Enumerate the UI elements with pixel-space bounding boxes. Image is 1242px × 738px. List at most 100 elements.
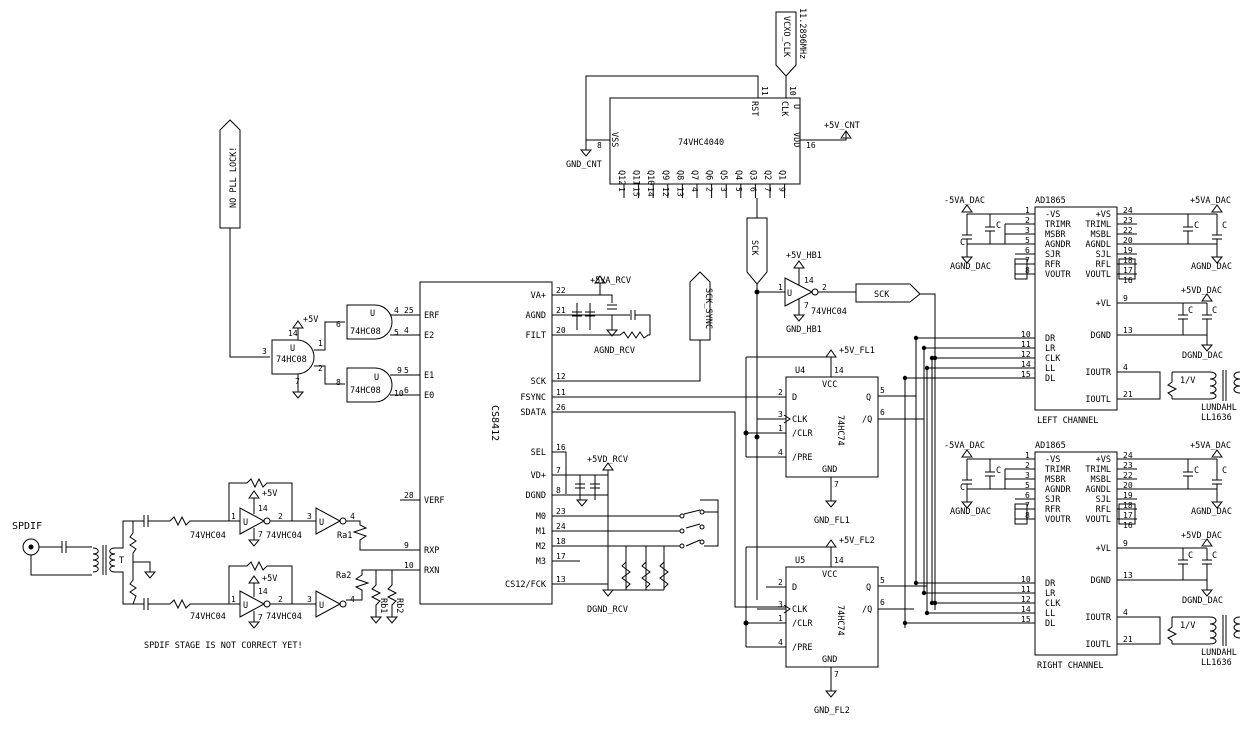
counter-output-pin: 5 (734, 187, 743, 192)
dac-pos-supply: +5VA_DAC (1190, 196, 1231, 206)
counter-output-label: Q10 (645, 170, 655, 185)
dac-pin-name: VOUTL (1085, 270, 1111, 280)
wire (1233, 616, 1241, 639)
ground-symbol (960, 256, 974, 264)
ground-symbol (960, 501, 974, 509)
junction (743, 620, 749, 626)
wire (1004, 468, 1015, 489)
dac-pin-number: 5 (1025, 481, 1030, 490)
junction (921, 590, 927, 596)
spdif-inv3-p4: 4 (350, 512, 355, 521)
dac-pin-number: 2 (1025, 216, 1030, 225)
wire (1172, 371, 1210, 400)
dac-dgnd-net: DGND_DAC (1182, 351, 1223, 361)
wire (985, 214, 995, 244)
dac-pin-number: 4 (1123, 608, 1128, 617)
dac-digital-num: 11 (1021, 585, 1031, 594)
vcxo-frequency: 11.2896MHz (797, 8, 807, 59)
flipflop-ref: U5 (795, 556, 805, 566)
dac-pin-name: IOUTR (1085, 613, 1111, 623)
wire (1137, 319, 1208, 345)
receiver-pin-name: M0 (536, 512, 546, 522)
receiver-pin-name: SDATA (520, 408, 546, 418)
wire (1137, 616, 1161, 645)
receiver-right-pins: VA+22AGND21FILT20SCK12FSYNC11SDATA26SEL1… (505, 286, 566, 590)
vcxo-clock-flag: VCXO_CLK 11.2896MHz (775, 8, 807, 98)
dac-pin-name: +VL (1096, 299, 1111, 309)
dac-pin-number: 13 (1123, 326, 1133, 335)
wire (1178, 559, 1188, 565)
hb1-pin-in: 1 (778, 283, 783, 292)
wire (962, 459, 972, 502)
flipflop-pin5: 5 (880, 576, 885, 585)
dac-digital-num: 10 (1021, 330, 1031, 339)
receiver-pin-name: AGND (526, 311, 546, 321)
counter-vdd-label: VDD (791, 132, 801, 147)
dac-pin-number: 23 (1123, 461, 1133, 470)
dac-pin-number: 6 (1025, 491, 1030, 500)
ground-symbol (1210, 501, 1224, 509)
spdif-inv4-u: U (319, 601, 324, 611)
wire (1137, 371, 1161, 400)
and2-u: U (374, 373, 379, 383)
dac-pin-name: -VS (1045, 455, 1060, 465)
wire (1209, 371, 1217, 400)
dac-pin-number: 1 (1025, 451, 1030, 460)
dac-pin-number: 6 (1025, 246, 1030, 255)
flipflop-gnd-label: GND (822, 655, 837, 665)
flipflop-gnd-label: GND (822, 465, 837, 475)
flipflop-power-net: +5V_FL1 (839, 346, 875, 356)
dac-body (1034, 451, 1118, 656)
dac-pin-name: TRIML (1085, 220, 1111, 230)
dac-pin-number: 20 (1123, 481, 1133, 490)
wire (985, 459, 995, 489)
and1-part: 74HC08 (350, 327, 381, 337)
spdif-inv1-u: U (243, 518, 248, 528)
dac-digital-pin: DL (1045, 619, 1055, 629)
wire (1202, 314, 1212, 320)
flipflop-power-net: +5V_FL2 (839, 536, 875, 546)
wire (1212, 459, 1222, 502)
dac-digital-num: 15 (1021, 370, 1031, 379)
spdif-inv1-pwr: +5V (262, 489, 277, 499)
receiver-vd-net: +5VD_RCV (587, 455, 628, 465)
receiver-pin-name: FILT (526, 331, 546, 341)
spdif-inv3-u: U (319, 518, 324, 528)
dac-digital-pin: DL (1045, 374, 1055, 384)
wire (1202, 559, 1212, 565)
ground-symbol (1200, 589, 1214, 597)
dac-pin-number: 22 (1123, 471, 1133, 480)
wire (1209, 616, 1217, 645)
dac-pin-name: +VS (1096, 455, 1111, 465)
receiver-pin-number: 12 (556, 372, 566, 381)
dac-cap-label: C (960, 483, 965, 493)
flipflop-part: 74HC74 (835, 415, 845, 446)
flipflop-q-label: Q (866, 583, 871, 593)
flipflop-nq-label: /Q (862, 415, 872, 425)
spdif-inv2-part: 74VHC04 (190, 612, 226, 622)
counter-output-pin: 3 (719, 187, 728, 192)
receiver-pin-number: 23 (556, 507, 566, 516)
dac-transformer-label: LUNDAHL (1201, 403, 1237, 413)
counter-pin-10: 10 (788, 86, 797, 96)
spdif-inv2-u: U (243, 601, 248, 611)
dac-pin-number: 2 (1025, 461, 1030, 470)
spdif-inv2-pwr: +5V (262, 574, 277, 584)
counter-pin-16: 16 (806, 141, 816, 150)
dac-pin-name: AGNDR (1045, 240, 1071, 250)
nopll-label: NO PLL LOCK! (229, 147, 239, 208)
flipflop-pin-clk: CLK (792, 415, 808, 425)
dac-digital-num: 10 (1021, 575, 1031, 584)
dac-pin-number: 9 (1123, 539, 1128, 548)
flipflop-ref: U4 (795, 366, 805, 376)
flipflop-nq-label: /Q (862, 605, 872, 615)
counter-output-pin: 2 (705, 187, 714, 192)
dac-pin-name: RFL (1096, 260, 1111, 270)
junction (754, 434, 760, 440)
counter-output-label: Q1 (777, 170, 787, 180)
and2-part: 74HC08 (350, 386, 381, 396)
counter-output-label: Q2 (762, 170, 772, 180)
